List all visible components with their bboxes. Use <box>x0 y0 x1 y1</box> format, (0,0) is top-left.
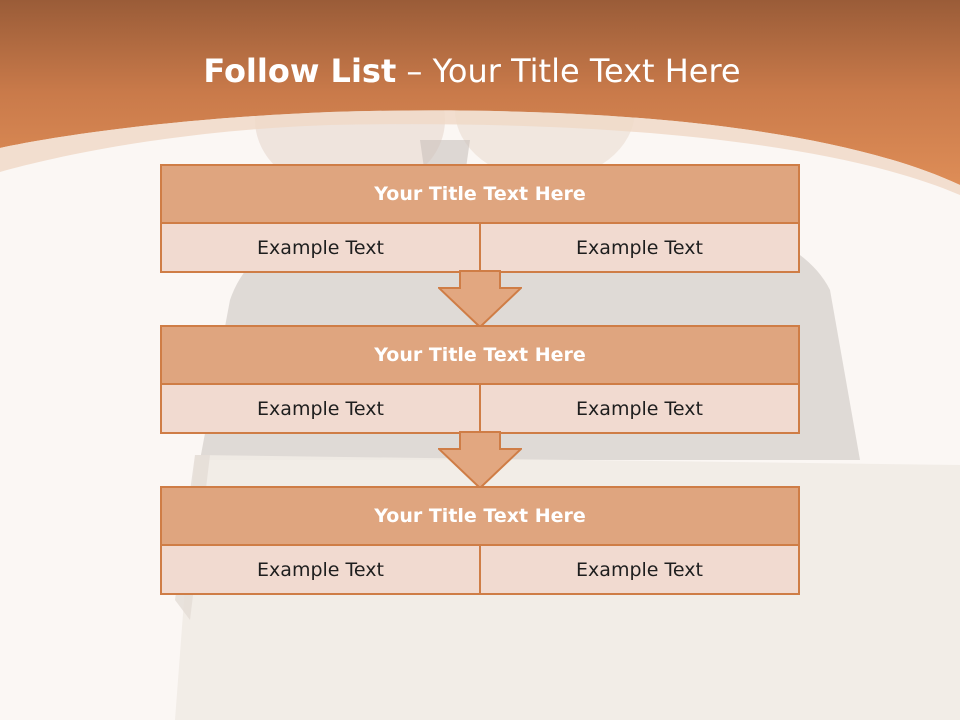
down-arrow-icon <box>438 270 522 328</box>
title-bold: Follow List <box>203 52 397 90</box>
block-header: Your Title Text Here <box>162 488 798 546</box>
block-cell-left: Example Text <box>162 224 479 271</box>
block-header: Your Title Text Here <box>162 166 798 224</box>
title-rest: – Your Title Text Here <box>396 52 741 90</box>
block-cell-right: Example Text <box>479 546 798 593</box>
block-row: Example Text Example Text <box>162 385 798 432</box>
list-block-2: Your Title Text Here Example Text Exampl… <box>160 325 800 434</box>
block-header: Your Title Text Here <box>162 327 798 385</box>
block-cell-right: Example Text <box>479 224 798 271</box>
block-cell-left: Example Text <box>162 385 479 432</box>
header-band <box>0 0 960 195</box>
block-row: Example Text Example Text <box>162 224 798 271</box>
block-cell-left: Example Text <box>162 546 479 593</box>
list-block-3: Your Title Text Here Example Text Exampl… <box>160 486 800 595</box>
slide-title: Follow List – Your Title Text Here <box>0 52 944 90</box>
down-arrow-icon <box>438 431 522 489</box>
block-cell-right: Example Text <box>479 385 798 432</box>
block-row: Example Text Example Text <box>162 546 798 593</box>
list-block-1: Your Title Text Here Example Text Exampl… <box>160 164 800 273</box>
